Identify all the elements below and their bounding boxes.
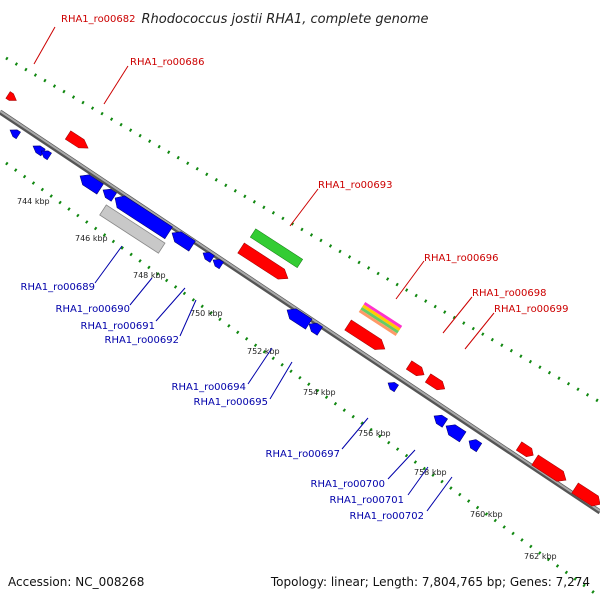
accession-text: Accession: NC_008268 xyxy=(8,575,144,589)
feature-track xyxy=(249,228,403,336)
reverse-gene[interactable] xyxy=(201,250,215,263)
gene-label[interactable]: RHA1_ro00702 xyxy=(350,511,425,522)
reverse-callout-lines xyxy=(94,245,453,512)
kbp-label: 760 kbp xyxy=(470,510,503,519)
kbp-label: 744 kbp xyxy=(17,197,50,206)
gene-label[interactable]: RHA1_ro00701 xyxy=(330,495,405,506)
forward-gene[interactable] xyxy=(515,441,536,460)
forward-strand-genes xyxy=(5,91,600,509)
multicolor-feature[interactable] xyxy=(358,301,403,336)
kbp-label: 750 kbp xyxy=(190,309,223,318)
gene-label[interactable]: RHA1_ro00695 xyxy=(194,397,269,408)
forward-gene[interactable] xyxy=(237,242,292,284)
reverse-gene[interactable] xyxy=(466,437,483,453)
reverse-gene[interactable] xyxy=(306,320,323,336)
reverse-gene[interactable] xyxy=(443,421,467,443)
reverse-gene[interactable] xyxy=(39,148,52,161)
reverse-gene[interactable] xyxy=(111,192,173,240)
reverse-gene[interactable] xyxy=(100,186,117,202)
gene-label[interactable]: RHA1_ro00696 xyxy=(424,253,499,264)
forward-gene[interactable] xyxy=(424,373,447,393)
forward-callout-lines xyxy=(33,26,495,350)
forward-gene[interactable] xyxy=(5,91,19,104)
gene-label[interactable]: RHA1_ro00699 xyxy=(494,304,569,315)
gene-label[interactable]: RHA1_ro00689 xyxy=(21,282,96,293)
lower-ruler-track xyxy=(5,161,600,599)
gene-label[interactable]: RHA1_ro00700 xyxy=(311,479,386,490)
kbp-label: 748 kbp xyxy=(133,271,166,280)
genome-title: Rhodococcus jostii RHA1, complete genome xyxy=(142,12,429,27)
gene-label[interactable]: RHA1_ro00686 xyxy=(130,57,205,68)
gene-label[interactable]: RHA1_ro00693 xyxy=(318,180,393,191)
green-feature[interactable] xyxy=(249,228,304,269)
gene-label[interactable]: RHA1_ro00682 xyxy=(61,14,136,25)
reverse-strand-genes xyxy=(8,127,483,453)
gene-label[interactable]: RHA1_ro00692 xyxy=(105,335,180,346)
kbp-label: 758 kbp xyxy=(414,468,447,477)
kbp-label: 752 kbp xyxy=(247,347,280,356)
upper-ruler-track xyxy=(5,56,600,404)
genome-summary-text: Topology: linear; Length: 7,804,765 bp; … xyxy=(270,575,590,589)
gene-label[interactable]: RHA1_ro00694 xyxy=(172,382,247,393)
forward-gene[interactable] xyxy=(344,319,388,354)
reverse-gene-labels: RHA1_ro00689 RHA1_ro00690 RHA1_ro00691 R… xyxy=(21,282,425,522)
reverse-gene[interactable] xyxy=(211,257,224,270)
kbp-labels: 744 kbp 746 kbp 748 kbp 750 kbp 752 kbp … xyxy=(17,197,557,561)
gene-label[interactable]: RHA1_ro00697 xyxy=(266,449,341,460)
kbp-label: 756 kbp xyxy=(358,429,391,438)
reverse-gene[interactable] xyxy=(77,171,104,195)
gene-label[interactable]: RHA1_ro00691 xyxy=(81,321,156,332)
reverse-gene[interactable] xyxy=(8,127,21,140)
gene-label[interactable]: RHA1_ro00698 xyxy=(472,288,547,299)
pseudo-gene[interactable] xyxy=(99,204,166,254)
reverse-gene[interactable] xyxy=(169,228,196,252)
kbp-label: 762 kbp xyxy=(524,552,557,561)
forward-gene[interactable] xyxy=(64,130,91,152)
reverse-gene[interactable] xyxy=(431,412,448,428)
forward-gene[interactable] xyxy=(405,360,427,379)
ruler-tracks xyxy=(5,56,600,599)
forward-gene[interactable] xyxy=(571,482,600,509)
reverse-gene[interactable] xyxy=(386,380,399,393)
kbp-label: 746 kbp xyxy=(75,234,108,243)
forward-gene-labels: RHA1_ro00682 RHA1_ro00686 RHA1_ro00693 R… xyxy=(61,14,569,315)
forward-gene[interactable] xyxy=(531,454,570,485)
kbp-label: 754 kbp xyxy=(303,388,336,397)
gene-label[interactable]: RHA1_ro00690 xyxy=(56,304,131,315)
